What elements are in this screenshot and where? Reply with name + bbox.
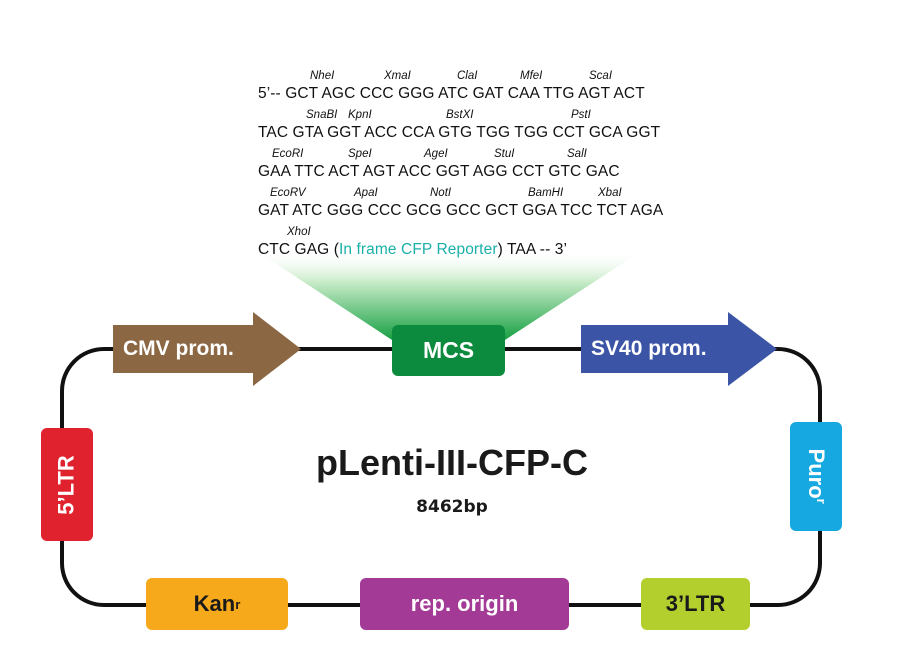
enzyme-label: StuI (494, 148, 515, 160)
sequence-row-2: TAC GTA GGT ACC CCA GTG TGG TGG CCT GCA … (258, 124, 661, 141)
enzyme-row-4: EcoRV ApaI NotI BamHI XbaI (258, 187, 658, 201)
enzyme-label: MfeI (520, 70, 543, 82)
enzyme-label: ApaI (354, 187, 378, 199)
sv40-promoter-arrow (581, 312, 777, 386)
enzyme-label: EcoRV (270, 187, 306, 199)
ltr3-box: 3’LTR (641, 578, 750, 630)
sv40-promoter-label: SV40 prom. (591, 337, 707, 360)
enzyme-row-3: EcoRI SpeI AgeI StuI SalI (258, 148, 658, 162)
sequence-row-1: 5’-- GCT AGC CCC GGG ATC GAT CAA TTG AGT… (258, 85, 645, 102)
puro-box: Puror (790, 422, 842, 531)
plasmid-size: 8462bp (416, 497, 488, 517)
enzyme-label: KpnI (348, 109, 372, 121)
enzyme-label: NheI (310, 70, 335, 82)
enzyme-label: PstI (571, 109, 591, 121)
enzyme-row-2: SnaBI KpnI BstXI PstI (258, 109, 658, 123)
cfp-reporter-label: In frame CFP Reporter (338, 241, 498, 258)
enzyme-label: SalI (567, 148, 587, 160)
ltr5-box: 5’LTR (41, 428, 93, 541)
enzyme-label: AgeI (424, 148, 448, 160)
enzyme-label: ClaI (457, 70, 478, 82)
plasmid-name: pLenti-III-CFP-C (316, 442, 588, 483)
sequence-start: CTC GAG ( (258, 241, 339, 258)
enzyme-label: SpeI (348, 148, 372, 160)
enzyme-label: NotI (430, 187, 452, 199)
enzyme-label: XmaI (384, 70, 411, 82)
rep-origin-box: rep. origin (360, 578, 569, 630)
kan-label: Kan (193, 591, 236, 616)
enzyme-label: EcoRI (272, 148, 304, 160)
enzyme-label: BstXI (446, 109, 474, 121)
sequence-row-3: GAA TTC ACT AGT ACC GGT AGG CCT GTC GAC (258, 163, 620, 180)
enzyme-label: XbaI (598, 187, 622, 199)
mcs-box: MCS (392, 325, 505, 376)
enzyme-label: ScaI (589, 70, 613, 82)
enzyme-row-5: XhoI (258, 226, 658, 240)
mcs-expansion-fan (255, 250, 643, 340)
enzyme-row-1: NheI XmaI ClaI MfeI ScaI (258, 70, 658, 84)
sequence-end: ) TAA -- 3’ (497, 241, 568, 258)
enzyme-label: XhoI (287, 226, 311, 238)
sequence-row-4: GAT ATC GGG CCC GCG GCC GCT GGA TCC TCT … (258, 202, 664, 219)
enzyme-label: BamHI (528, 187, 564, 199)
cmv-promoter-label: CMV prom. (123, 337, 234, 360)
cmv-promoter-arrow (113, 312, 301, 386)
sequence-row-5: CTC GAG (In frame CFP Reporter) TAA -- 3… (258, 241, 567, 259)
enzyme-label: SnaBI (306, 109, 338, 121)
kan-superscript: r (235, 596, 241, 612)
